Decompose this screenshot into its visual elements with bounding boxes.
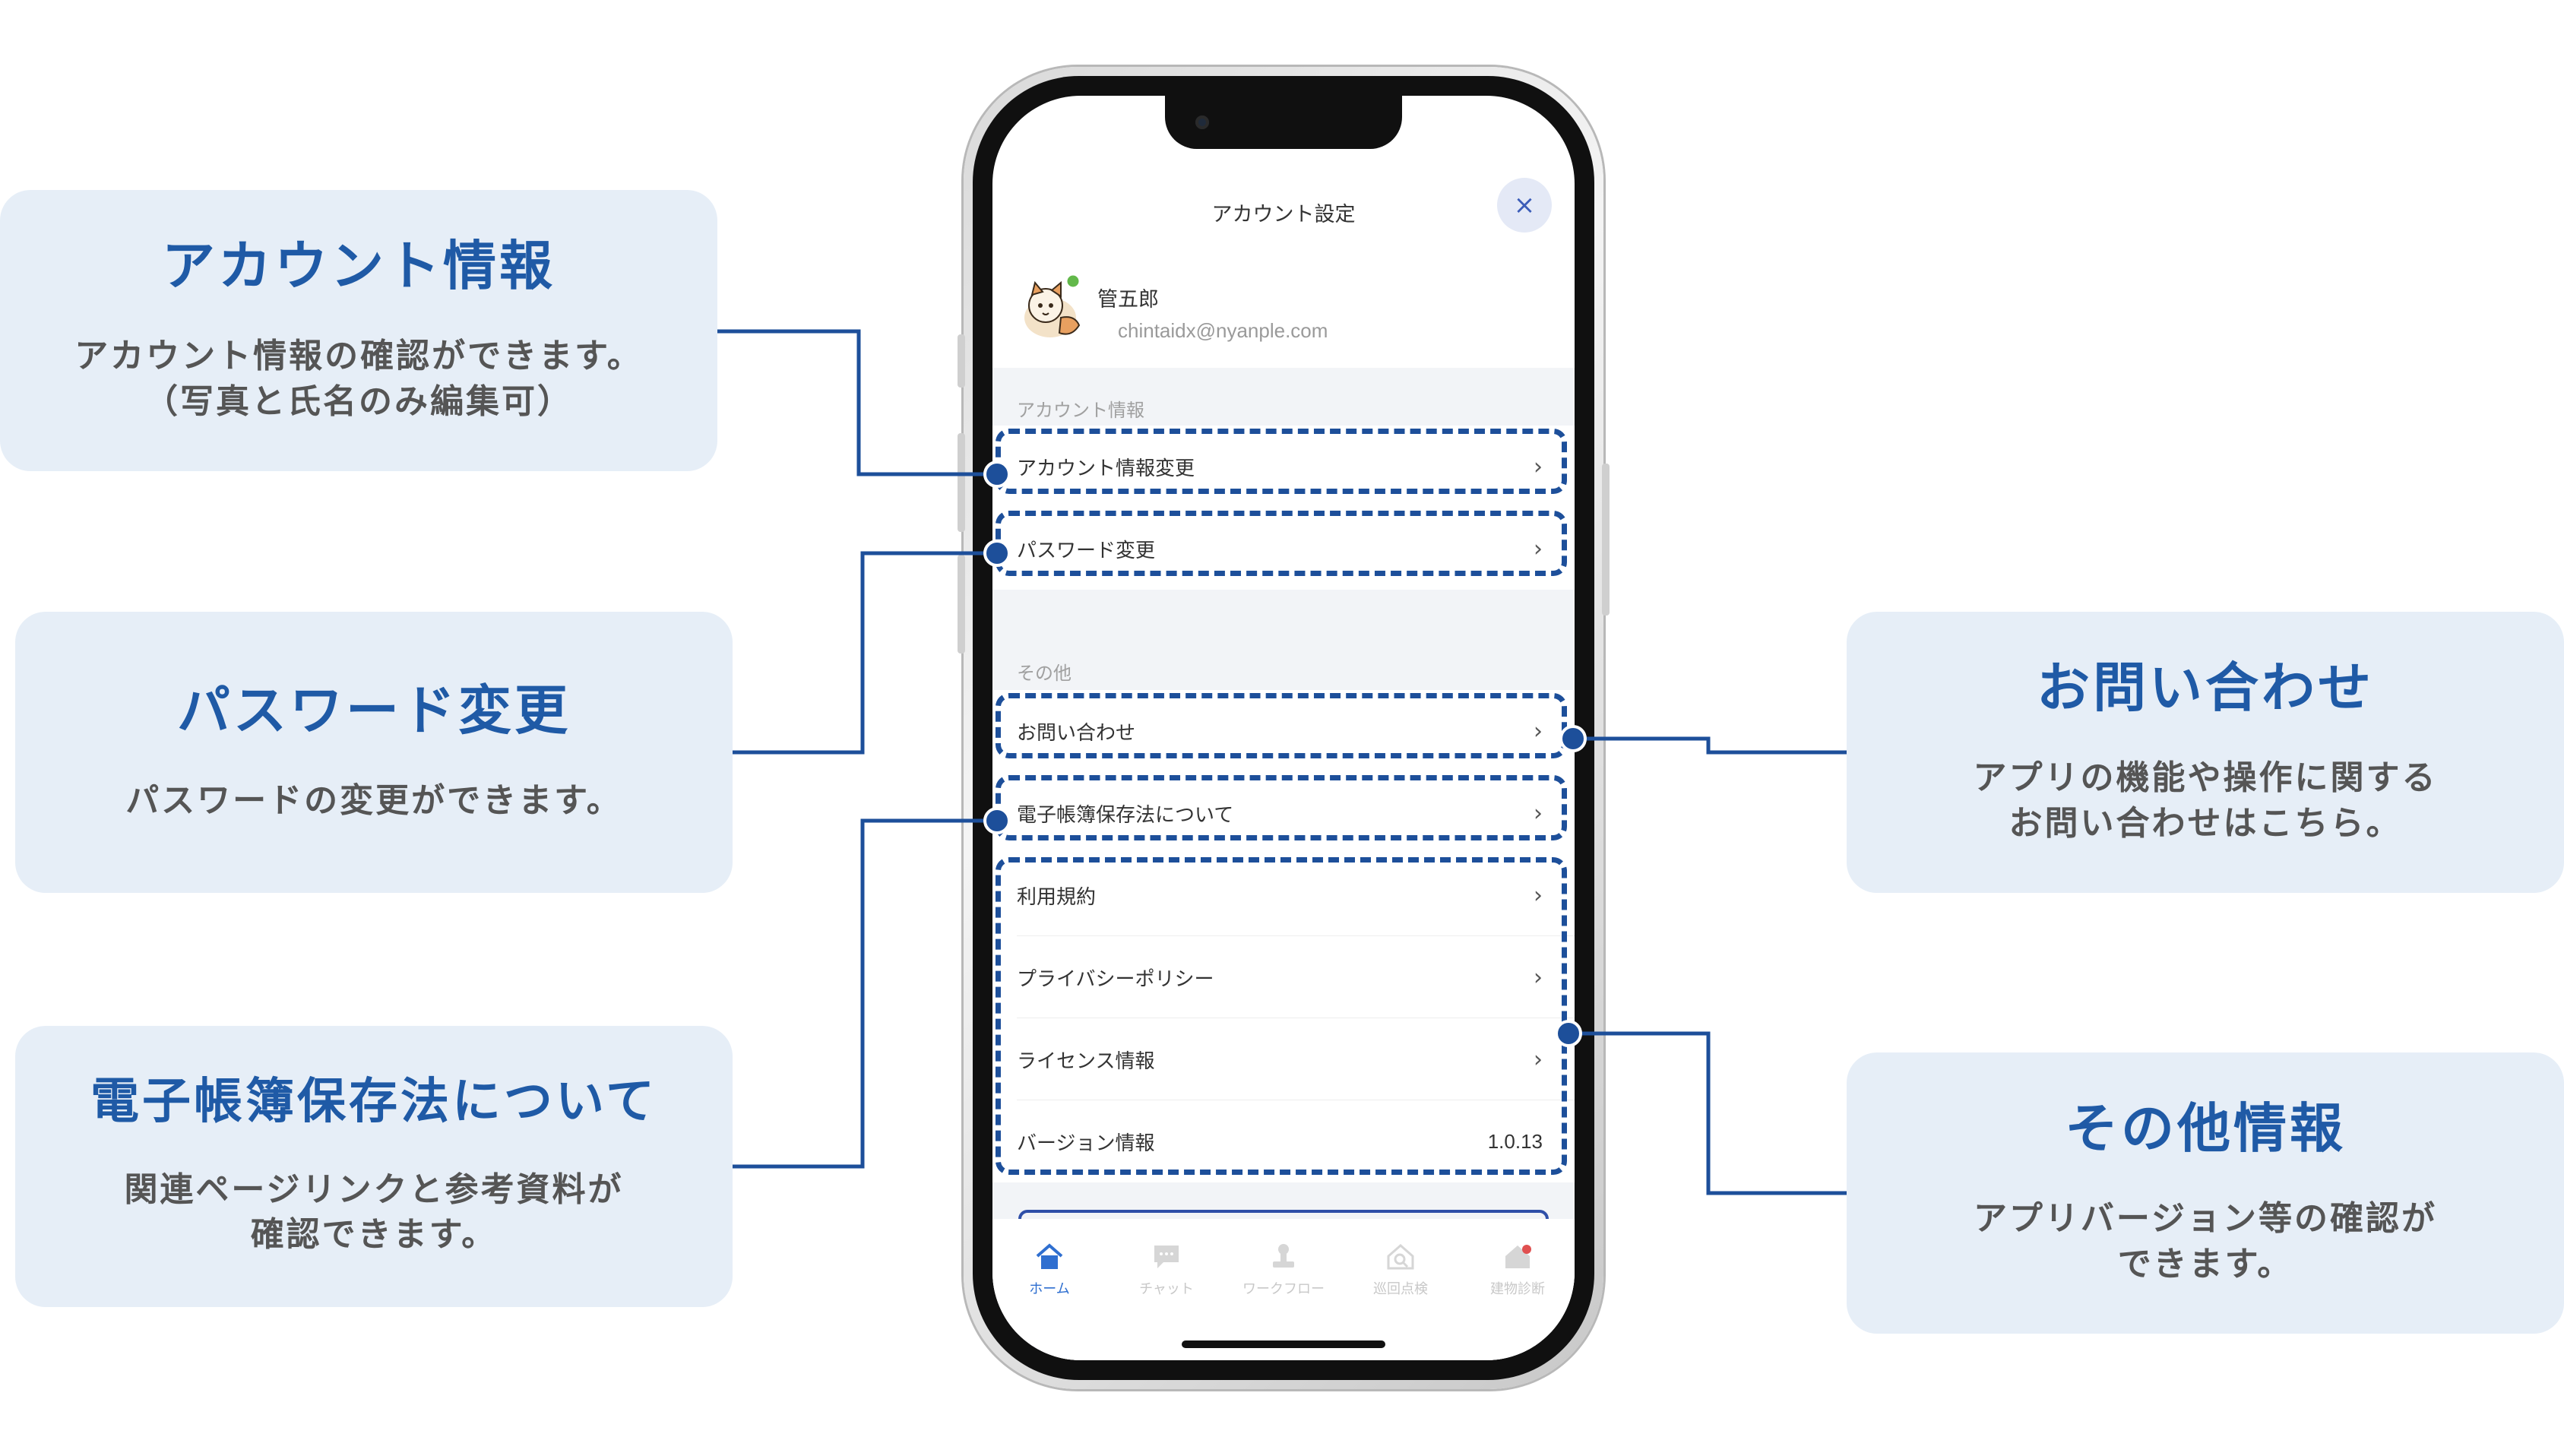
home-indicator [1182,1340,1385,1348]
nav-item-workflow[interactable]: ワークフロー [1227,1242,1341,1298]
callout-title: その他情報 [2065,1097,2346,1160]
highlight-contact [996,693,1567,758]
callout-description: アカウント情報の確認ができます。 （写真と氏名のみ編集可） [74,337,643,421]
phone-side-button [958,334,965,388]
inspection-icon [1344,1242,1458,1272]
chevron-right-icon: › [1534,535,1543,562]
nav-label: ワークフロー [1242,1281,1325,1297]
row-account-change[interactable]: アカウント情報変更 › [992,426,1575,508]
row-label: 利用規約 [1017,885,1097,909]
workflow-icon [1227,1242,1341,1272]
row-contact[interactable]: お問い合わせ › [992,690,1575,772]
nav-top-accent [1018,1210,1549,1219]
chevron-right-icon: › [1534,882,1543,909]
version-value: 1.0.13 [1487,1129,1543,1153]
phone-side-button [1602,464,1610,616]
row-label: プライバシーポリシー [1017,967,1214,991]
nav-label: チャット [1139,1281,1194,1297]
connector-other [1568,1031,1847,1195]
callout-description: パスワードの変更ができます。 [125,780,622,820]
callout-title: アカウント情報 [162,235,556,298]
callout-description: アプリバージョン等の確認が できます。 [1973,1199,2438,1283]
callout-contact: お問い合わせ アプリの機能や操作に関する お問い合わせはこちら。 [1847,612,2564,893]
row-label: ライセンス情報 [1017,1049,1155,1073]
connector-contact [1575,736,1847,755]
chevron-right-icon: › [1534,453,1543,480]
chevron-right-icon: › [1534,799,1543,827]
callout-account-info: アカウント情報 アカウント情報の確認ができます。 （写真と氏名のみ編集可） [0,190,717,471]
callout-title: 電子帳簿保存法について [90,1074,658,1131]
camera-icon [1195,116,1209,129]
row-version: バージョン情報 1.0.13 [992,1100,1575,1182]
nav-label: 巡回点検 [1373,1281,1428,1297]
row-terms[interactable]: 利用規約 › [992,854,1575,936]
highlight-account-change [996,429,1567,494]
phone-side-button [958,433,965,532]
connector-password [733,551,996,755]
highlight-ebook-law [996,775,1567,840]
connector-account [717,329,996,476]
callout-ebook-law: 電子帳簿保存法について 関連ページリンクと参考資料が 確認できます。 [15,1026,733,1307]
callout-title: お問い合わせ [2037,657,2374,720]
callout-password-change: パスワード変更 パスワードの変更ができます。 [15,612,733,893]
close-icon: × [1513,190,1536,220]
page-title: アカウント設定 [1211,203,1356,226]
notch [1165,96,1402,149]
callout-description: アプリの機能や操作に関する お問い合わせはこちら。 [1973,758,2438,843]
phone-screen: アカウント設定 × 管五郎 chintaidx@nyanple.com アカウン… [992,96,1575,1360]
close-button[interactable]: × [1497,178,1552,233]
avatar[interactable] [1015,272,1090,347]
row-privacy-policy[interactable]: プライバシーポリシー › [992,936,1575,1018]
home-icon [992,1242,1106,1272]
profile-email: chintaidx@nyanple.com [1118,319,1328,342]
phone-side-button [958,555,965,654]
chat-icon [1109,1242,1223,1272]
nav-item-building-diagnosis[interactable]: 建物診断 [1461,1242,1575,1298]
building-diagnosis-icon [1461,1242,1575,1272]
callout-title: パスワード変更 [177,679,571,742]
nav-item-chat[interactable]: チャット [1109,1242,1223,1298]
nav-item-home[interactable]: ホーム [992,1242,1106,1298]
row-password-change[interactable]: パスワード変更 › [992,508,1575,590]
section-label-account: アカウント情報 [1017,400,1144,421]
chevron-right-icon: › [1534,964,1543,991]
row-label: お問い合わせ [1017,721,1136,745]
row-label: アカウント情報変更 [1017,457,1195,480]
profile-name: 管五郎 [1097,288,1159,312]
row-ebook-law[interactable]: 電子帳簿保存法について › [992,772,1575,854]
highlight-password-change [996,511,1567,576]
highlight-other-info [996,857,1567,1175]
row-label: 電子帳簿保存法について [1017,803,1234,827]
nav-label: 建物診断 [1490,1281,1545,1297]
chevron-right-icon: › [1534,1046,1543,1073]
row-license[interactable]: ライセンス情報 › [992,1018,1575,1100]
bottom-navigation: ホーム チャット ワークフロー 巡回点検 建物診断 [992,1210,1575,1360]
nav-item-inspection[interactable]: 巡回点検 [1344,1242,1458,1298]
section-label-other: その他 [1017,663,1071,684]
settings-list: アカウント情報 アカウント情報変更 › パスワード変更 › その他 お問い合わせ… [992,368,1575,1360]
nav-label: ホーム [1029,1281,1070,1297]
connector-ebook [733,818,996,1169]
callout-other-info: その他情報 アプリバージョン等の確認が できます。 [1847,1052,2564,1334]
chevron-right-icon: › [1534,717,1543,745]
row-label: バージョン情報 [1017,1132,1155,1155]
callout-description: 関連ページリンクと参考資料が 確認できます。 [124,1170,624,1255]
row-label: パスワード変更 [1017,539,1156,562]
